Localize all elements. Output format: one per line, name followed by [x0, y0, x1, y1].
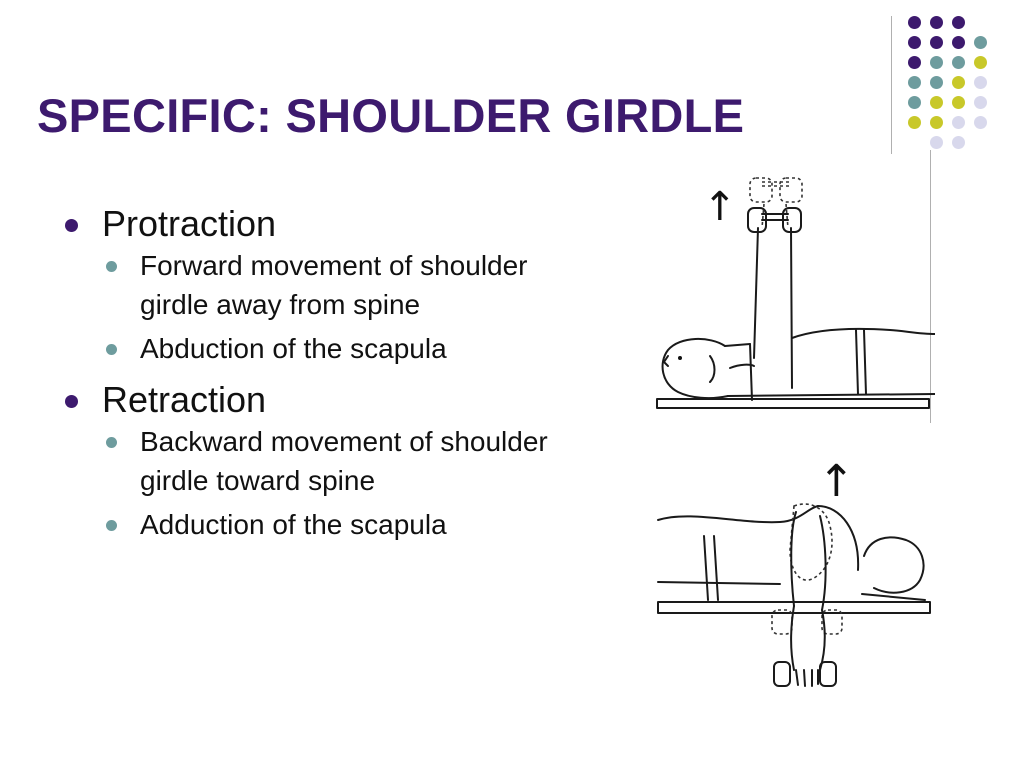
decorative-dot [930, 116, 943, 129]
sub-bullet-text: Forward movement of shoulder girdle away… [140, 250, 528, 320]
decorative-dot [930, 76, 943, 89]
slide-title: SPECIFIC: SHOULDER GIRDLE [37, 89, 745, 142]
decorative-dot [952, 76, 965, 89]
dumbbell-dashed [749, 177, 803, 203]
decorative-dot [952, 116, 965, 129]
decorative-dot [908, 116, 921, 129]
decorative-dot [908, 76, 921, 89]
decorative-dot [952, 96, 965, 109]
decorative-dot [930, 16, 943, 29]
protraction-illustration: ↑ [650, 168, 935, 423]
bullet-icon [65, 395, 78, 408]
decorative-dot [908, 56, 921, 69]
sub-bullet: Abduction of the scapula [60, 329, 580, 368]
decorative-dot [930, 36, 943, 49]
bullet-retraction: Retraction [60, 378, 580, 422]
decorative-dot [952, 56, 965, 69]
decorative-dot [974, 56, 987, 69]
decorative-dot [908, 96, 921, 109]
decorative-dot [952, 136, 965, 149]
bullet-icon [65, 219, 78, 232]
decorative-dot [930, 56, 943, 69]
up-arrow-icon: ↑ [818, 456, 855, 507]
decorative-dot [908, 16, 921, 29]
sub-bullet-icon [106, 344, 117, 355]
retraction-illustration: ↑ [650, 430, 935, 692]
up-arrow-icon: ↑ [703, 184, 737, 230]
decorative-dot [974, 36, 987, 49]
dumbbell [747, 207, 802, 233]
sub-bullet-text: Abduction of the scapula [140, 333, 447, 364]
bullet-label: Retraction [102, 379, 267, 420]
decorative-dot [974, 116, 987, 129]
sub-bullet-text: Backward movement of shoulder girdle tow… [140, 426, 548, 496]
sub-bullet: Forward movement of shoulder girdle away… [60, 246, 580, 324]
decorative-dot [930, 136, 943, 149]
sub-bullet-icon [106, 437, 117, 448]
decorative-dot [952, 36, 965, 49]
bullet-list: Protraction Forward movement of shoulder… [60, 196, 580, 544]
decorative-dot [930, 96, 943, 109]
sub-bullet-icon [106, 520, 117, 531]
divider-line-right [930, 150, 931, 423]
sub-bullet: Adduction of the scapula [60, 505, 580, 544]
decorative-dot [974, 76, 987, 89]
bullet-label: Protraction [102, 203, 277, 244]
bullet-protraction: Protraction [60, 202, 580, 246]
sub-bullet-text: Adduction of the scapula [140, 509, 447, 540]
divider-line-top [891, 16, 892, 154]
sub-bullet: Backward movement of shoulder girdle tow… [60, 422, 580, 500]
sub-bullet-icon [106, 261, 117, 272]
decorative-dot-grid [908, 16, 1008, 166]
decorative-dot [974, 96, 987, 109]
decorative-dot [952, 16, 965, 29]
decorative-dot [908, 36, 921, 49]
